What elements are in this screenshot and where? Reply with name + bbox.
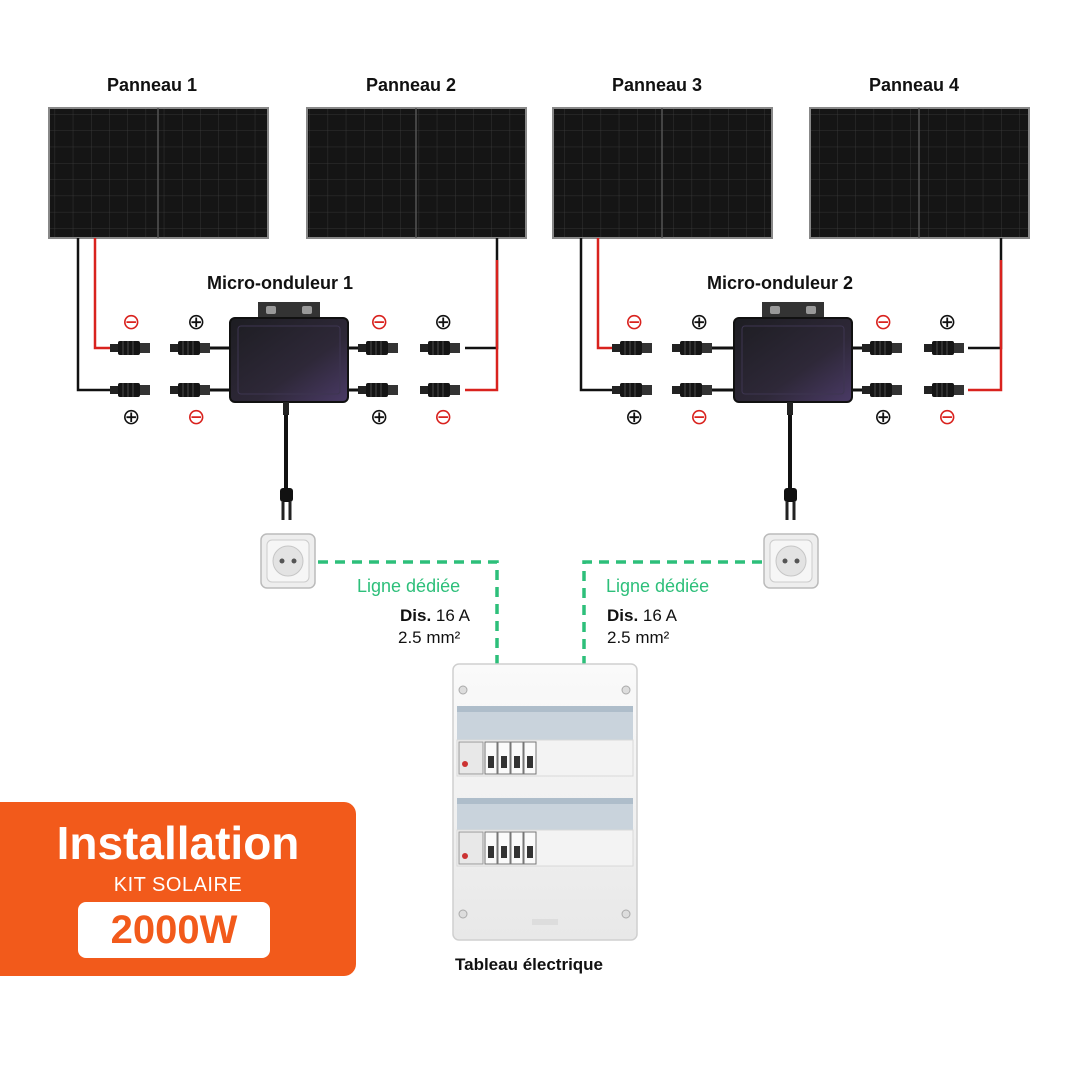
dedicated-line-2-label: Ligne dédiée [606,576,710,596]
solar-panel-2 [306,107,527,239]
connectors-1 [109,340,461,398]
panel-4-label: Panneau 4 [869,75,960,95]
kit-badge: Installation KIT SOLAIRE 2000W [0,802,356,976]
breaker-value: 16 A [435,606,470,625]
panel-1-label: Panneau 1 [107,75,198,95]
electrical-panel-label: Tableau électrique [455,955,604,974]
wall-socket-2 [763,533,819,589]
wall-socket-1 [260,533,316,589]
dedicated-line-1-section: 2.5 mm² [398,628,461,647]
micro-inverter-2 [733,302,853,520]
inverter-1-label: Micro-onduleur 1 [207,273,354,293]
plus-icon: ⊕ [122,404,141,429]
plus-icon: ⊕ [874,404,893,429]
minus-icon: ⊖ [625,309,644,334]
micro-inverter-1 [229,302,349,520]
solar-panel-4 [809,107,1030,239]
plus-icon: ⊕ [690,309,709,334]
breaker-value: 16 A [642,606,677,625]
dedicated-lines [318,560,762,664]
panel-3-label: Panneau 3 [612,75,703,95]
dedicated-line-1-breaker: Dis. 16 A [400,605,470,627]
plus-icon: ⊕ [370,404,389,429]
breaker-prefix: Dis. [400,606,432,625]
minus-icon: ⊖ [690,404,709,429]
plus-icon: ⊕ [625,404,644,429]
minus-icon: ⊖ [874,309,893,334]
plus-icon: ⊕ [187,309,206,334]
minus-icon: ⊖ [187,404,206,429]
electrical-panel [452,663,638,941]
minus-icon: ⊖ [122,309,141,334]
badge-subtitle: KIT SOLAIRE [113,874,243,896]
panel-2-label: Panneau 2 [366,75,457,95]
dedicated-line-2-section: 2.5 mm² [607,628,670,647]
minus-icon: ⊖ [370,309,389,334]
badge-power: 2000W [78,902,270,958]
inverter-2-label: Micro-onduleur 2 [707,273,854,293]
dc-wires-1 [76,238,499,392]
solar-panel-1 [48,107,269,239]
minus-icon: ⊖ [938,404,957,429]
dc-wires-2 [579,238,1003,392]
dedicated-line-1-label: Ligne dédiée [357,576,461,596]
minus-icon: ⊖ [434,404,453,429]
connectors-2 [611,340,965,398]
breaker-prefix: Dis. [607,606,639,625]
plus-icon: ⊕ [938,309,957,334]
plus-icon: ⊕ [434,309,453,334]
dedicated-line-2-breaker: Dis. 16 A [607,605,677,627]
badge-title: Installation [56,817,300,869]
solar-panel-3 [552,107,773,239]
